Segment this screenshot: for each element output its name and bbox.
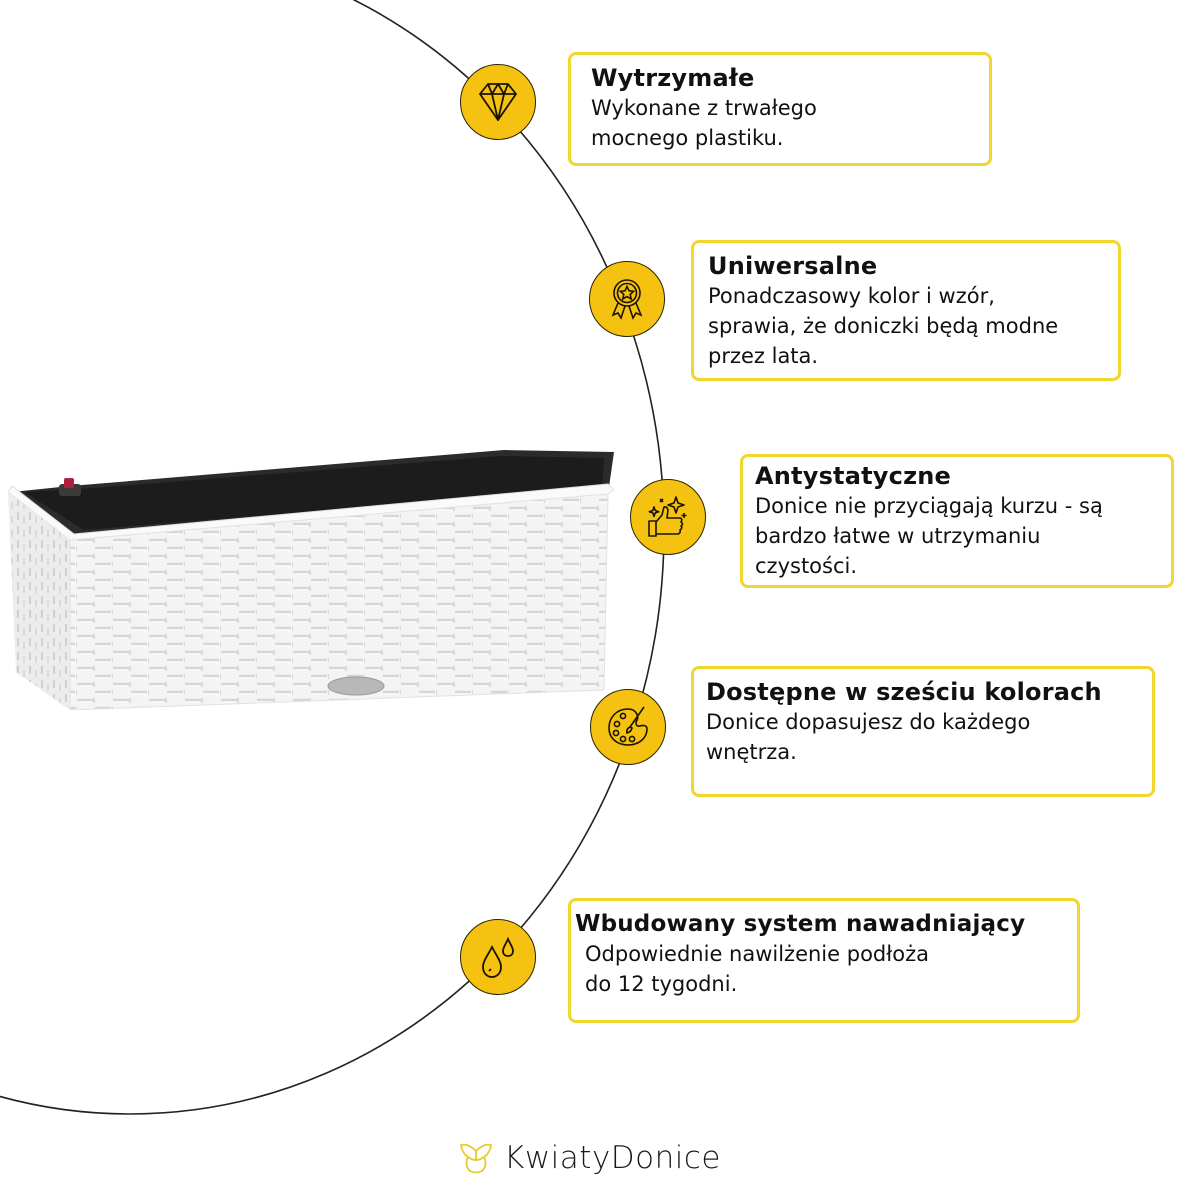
- feature-card-irrigation: Wbudowany system nawadniający Odpowiedni…: [568, 898, 1080, 1023]
- butterfly-logo-icon: [460, 1143, 492, 1174]
- planter-image: [7, 450, 614, 710]
- feature-desc-line: do 12 tygodni.: [585, 972, 738, 996]
- feature-desc-line: Odpowiednie nawilżenie podłoża: [585, 942, 929, 966]
- feature-desc-line: przez lata.: [708, 344, 819, 368]
- feature-title: Wytrzymałe: [591, 64, 755, 92]
- feature-card-antistatic: Antystatyczne Donice nie przyciągają kur…: [740, 454, 1174, 588]
- thumbs-up-sparkle-icon: [630, 479, 706, 555]
- feature-card-durable: Wytrzymałe Wykonane z trwałego mocnego p…: [568, 52, 992, 166]
- palette-icon: [590, 689, 666, 765]
- feature-title: Uniwersalne: [708, 252, 878, 280]
- feature-desc-line: Donice nie przyciągają kurzu - są: [755, 494, 1103, 518]
- feature-card-universal: Uniwersalne Ponadczasowy kolor i wzór, s…: [691, 240, 1121, 381]
- feature-desc-line: mocnego plastiku.: [591, 126, 784, 150]
- feature-desc-line: wnętrza.: [706, 740, 797, 764]
- feature-desc-line: sprawia, że doniczki będą modne: [708, 314, 1059, 338]
- feature-title: Dostępne w sześciu kolorach: [706, 678, 1102, 706]
- feature-desc-line: Donice dopasujesz do każdego: [706, 710, 1031, 734]
- brand-logo: KwiatyDonice: [458, 1140, 721, 1176]
- feature-card-colors: Dostępne w sześciu kolorach Donice dopas…: [691, 666, 1155, 797]
- brand-name: KwiatyDonice: [504, 1140, 722, 1176]
- feature-title: Wbudowany system nawadniający: [575, 911, 1026, 937]
- feature-desc-line: bardzo łatwe w utrzymaniu: [755, 524, 1041, 548]
- medal-icon: [589, 261, 665, 337]
- feature-desc-line: Wykonane z trwałego: [591, 96, 817, 120]
- feature-desc-line: czystości.: [755, 554, 858, 578]
- water-drops-icon: [460, 919, 536, 995]
- feature-desc-line: Ponadczasowy kolor i wzór,: [708, 284, 995, 308]
- diamond-icon: [460, 64, 536, 140]
- feature-title: Antystatyczne: [755, 462, 952, 490]
